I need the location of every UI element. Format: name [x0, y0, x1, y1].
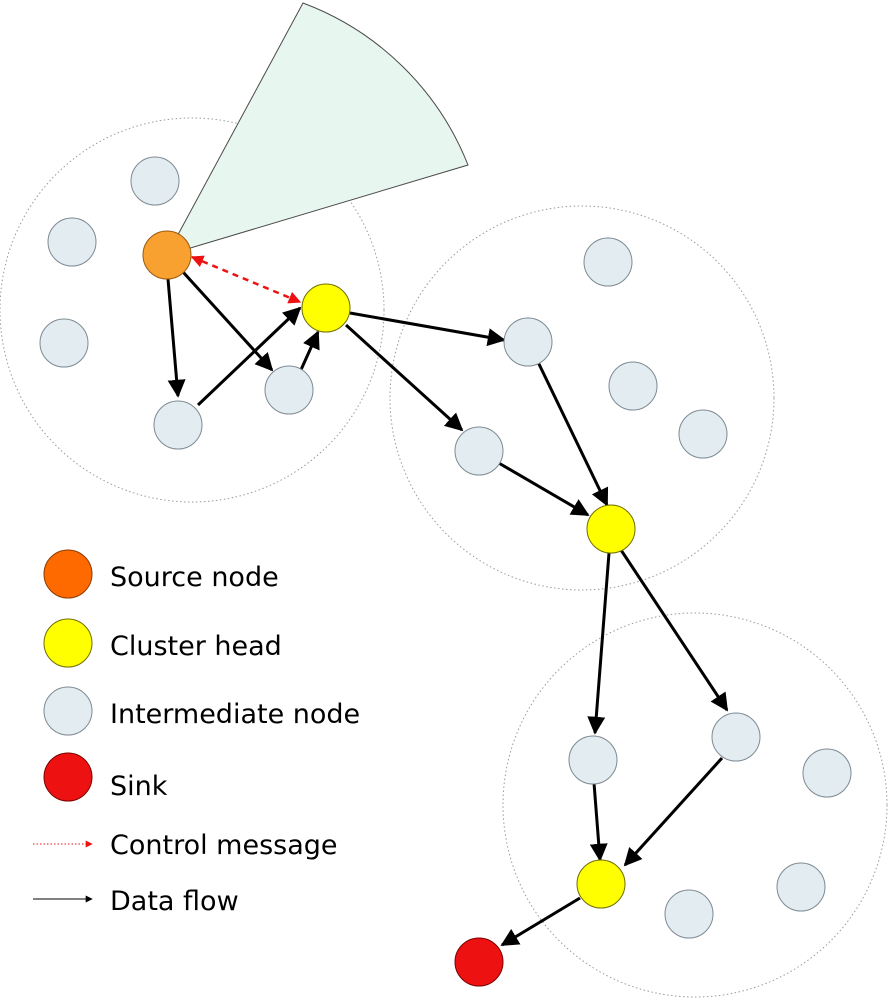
intermediate-node	[711, 712, 761, 762]
edge-n1-to-head1	[196, 306, 302, 407]
intermediate-node	[47, 217, 97, 267]
intermediate-node	[608, 361, 658, 411]
cluster-head-2	[586, 504, 636, 554]
intermediate-node	[130, 156, 180, 206]
edge-n2-to-head1	[298, 330, 320, 373]
data-flow-edges	[166, 270, 729, 947]
legend: Source node Cluster head Intermediate no…	[33, 549, 360, 917]
legend-intermediate-label: Intermediate node	[110, 699, 360, 730]
legend-sink-label: Sink	[110, 771, 168, 802]
intermediate-node	[568, 735, 618, 785]
intermediate-node	[678, 409, 728, 459]
intermediate-node	[153, 400, 203, 450]
edge-head2-to-n6	[619, 549, 729, 712]
intermediate-node	[776, 862, 826, 912]
edge-n6-to-head3	[623, 756, 724, 867]
cluster-boundary-2	[389, 205, 775, 591]
sink-node	[454, 937, 504, 987]
intermediate-node	[583, 237, 633, 287]
intermediate-node	[503, 317, 553, 367]
edge-n3-to-head2	[536, 361, 609, 507]
intermediate-node	[454, 426, 504, 476]
edge-head1-to-n4	[344, 323, 464, 432]
control-message-edge	[190, 255, 302, 304]
cluster-boundary-3	[502, 612, 888, 998]
legend-control-label: Control message	[110, 830, 338, 861]
legend-source-swatch	[43, 549, 93, 599]
intermediate-nodes	[39, 156, 852, 939]
source-node	[142, 230, 192, 280]
edge-source-to-n1	[166, 278, 186, 398]
cluster-boundary-1	[0, 117, 385, 503]
legend-sink-swatch	[43, 752, 93, 802]
cluster-head-1	[301, 283, 351, 333]
edge-head2-to-n5	[587, 552, 611, 735]
legend-intermediate-swatch	[43, 686, 93, 736]
intermediate-node	[264, 365, 314, 415]
edge-source-to-n2	[181, 270, 274, 372]
edge-n5-to-head3	[589, 782, 608, 862]
edge-head3-to-sink	[500, 896, 581, 947]
legend-source-label: Source node	[110, 562, 279, 593]
sensing-sector	[165, 2, 469, 256]
legend-head-label: Cluster head	[110, 631, 282, 662]
legend-head-swatch	[43, 618, 93, 668]
legend-data-label: Data flow	[110, 886, 239, 917]
intermediate-node	[39, 318, 89, 368]
edge-head1-to-n3	[349, 311, 506, 347]
cluster-head-3	[576, 859, 626, 909]
edge-n4-to-head2	[496, 460, 590, 517]
intermediate-node	[664, 889, 714, 939]
intermediate-node	[802, 748, 852, 798]
